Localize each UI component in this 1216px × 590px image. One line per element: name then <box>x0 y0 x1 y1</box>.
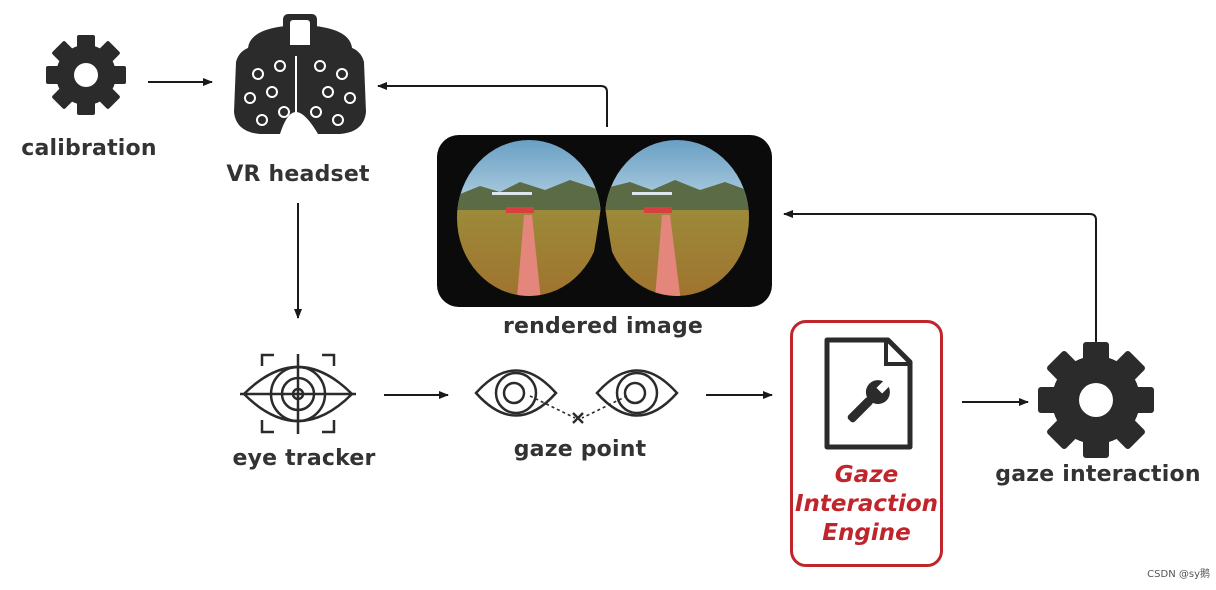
vr-headset-icon <box>234 14 366 134</box>
engine-line-2: Interaction <box>794 491 939 517</box>
rendered-image <box>437 135 772 307</box>
watermark: CSDN @sy鹅 <box>1147 569 1210 580</box>
rendered-image-label: rendered image <box>502 314 704 339</box>
vr-headset-label: VR headset <box>226 162 370 187</box>
engine-title: Gaze Interaction Engine <box>793 461 940 548</box>
engine-line-1: Gaze <box>834 462 899 488</box>
document-wrench-icon <box>824 337 913 450</box>
eye-tracker-label: eye tracker <box>232 446 376 471</box>
gaze-interaction-engine-box: Gaze Interaction Engine <box>790 320 943 567</box>
arrow-gaze-interaction-to-rendered-image <box>783 210 1097 358</box>
engine-line-3: Engine <box>822 520 911 546</box>
gaze-interaction-gear-icon <box>1038 342 1154 458</box>
gaze-interaction-label: gaze interaction <box>995 462 1201 487</box>
gaze-point-cross-icon <box>529 395 628 424</box>
arrow-rendered-image-to-headset <box>377 82 608 127</box>
calibration-gear-icon <box>46 35 126 115</box>
gaze-point-label: gaze point <box>513 437 647 462</box>
eye-tracker-icon <box>240 353 356 434</box>
left-eye-icon <box>474 369 558 417</box>
right-eye-icon <box>595 369 679 417</box>
calibration-label: calibration <box>21 136 157 161</box>
